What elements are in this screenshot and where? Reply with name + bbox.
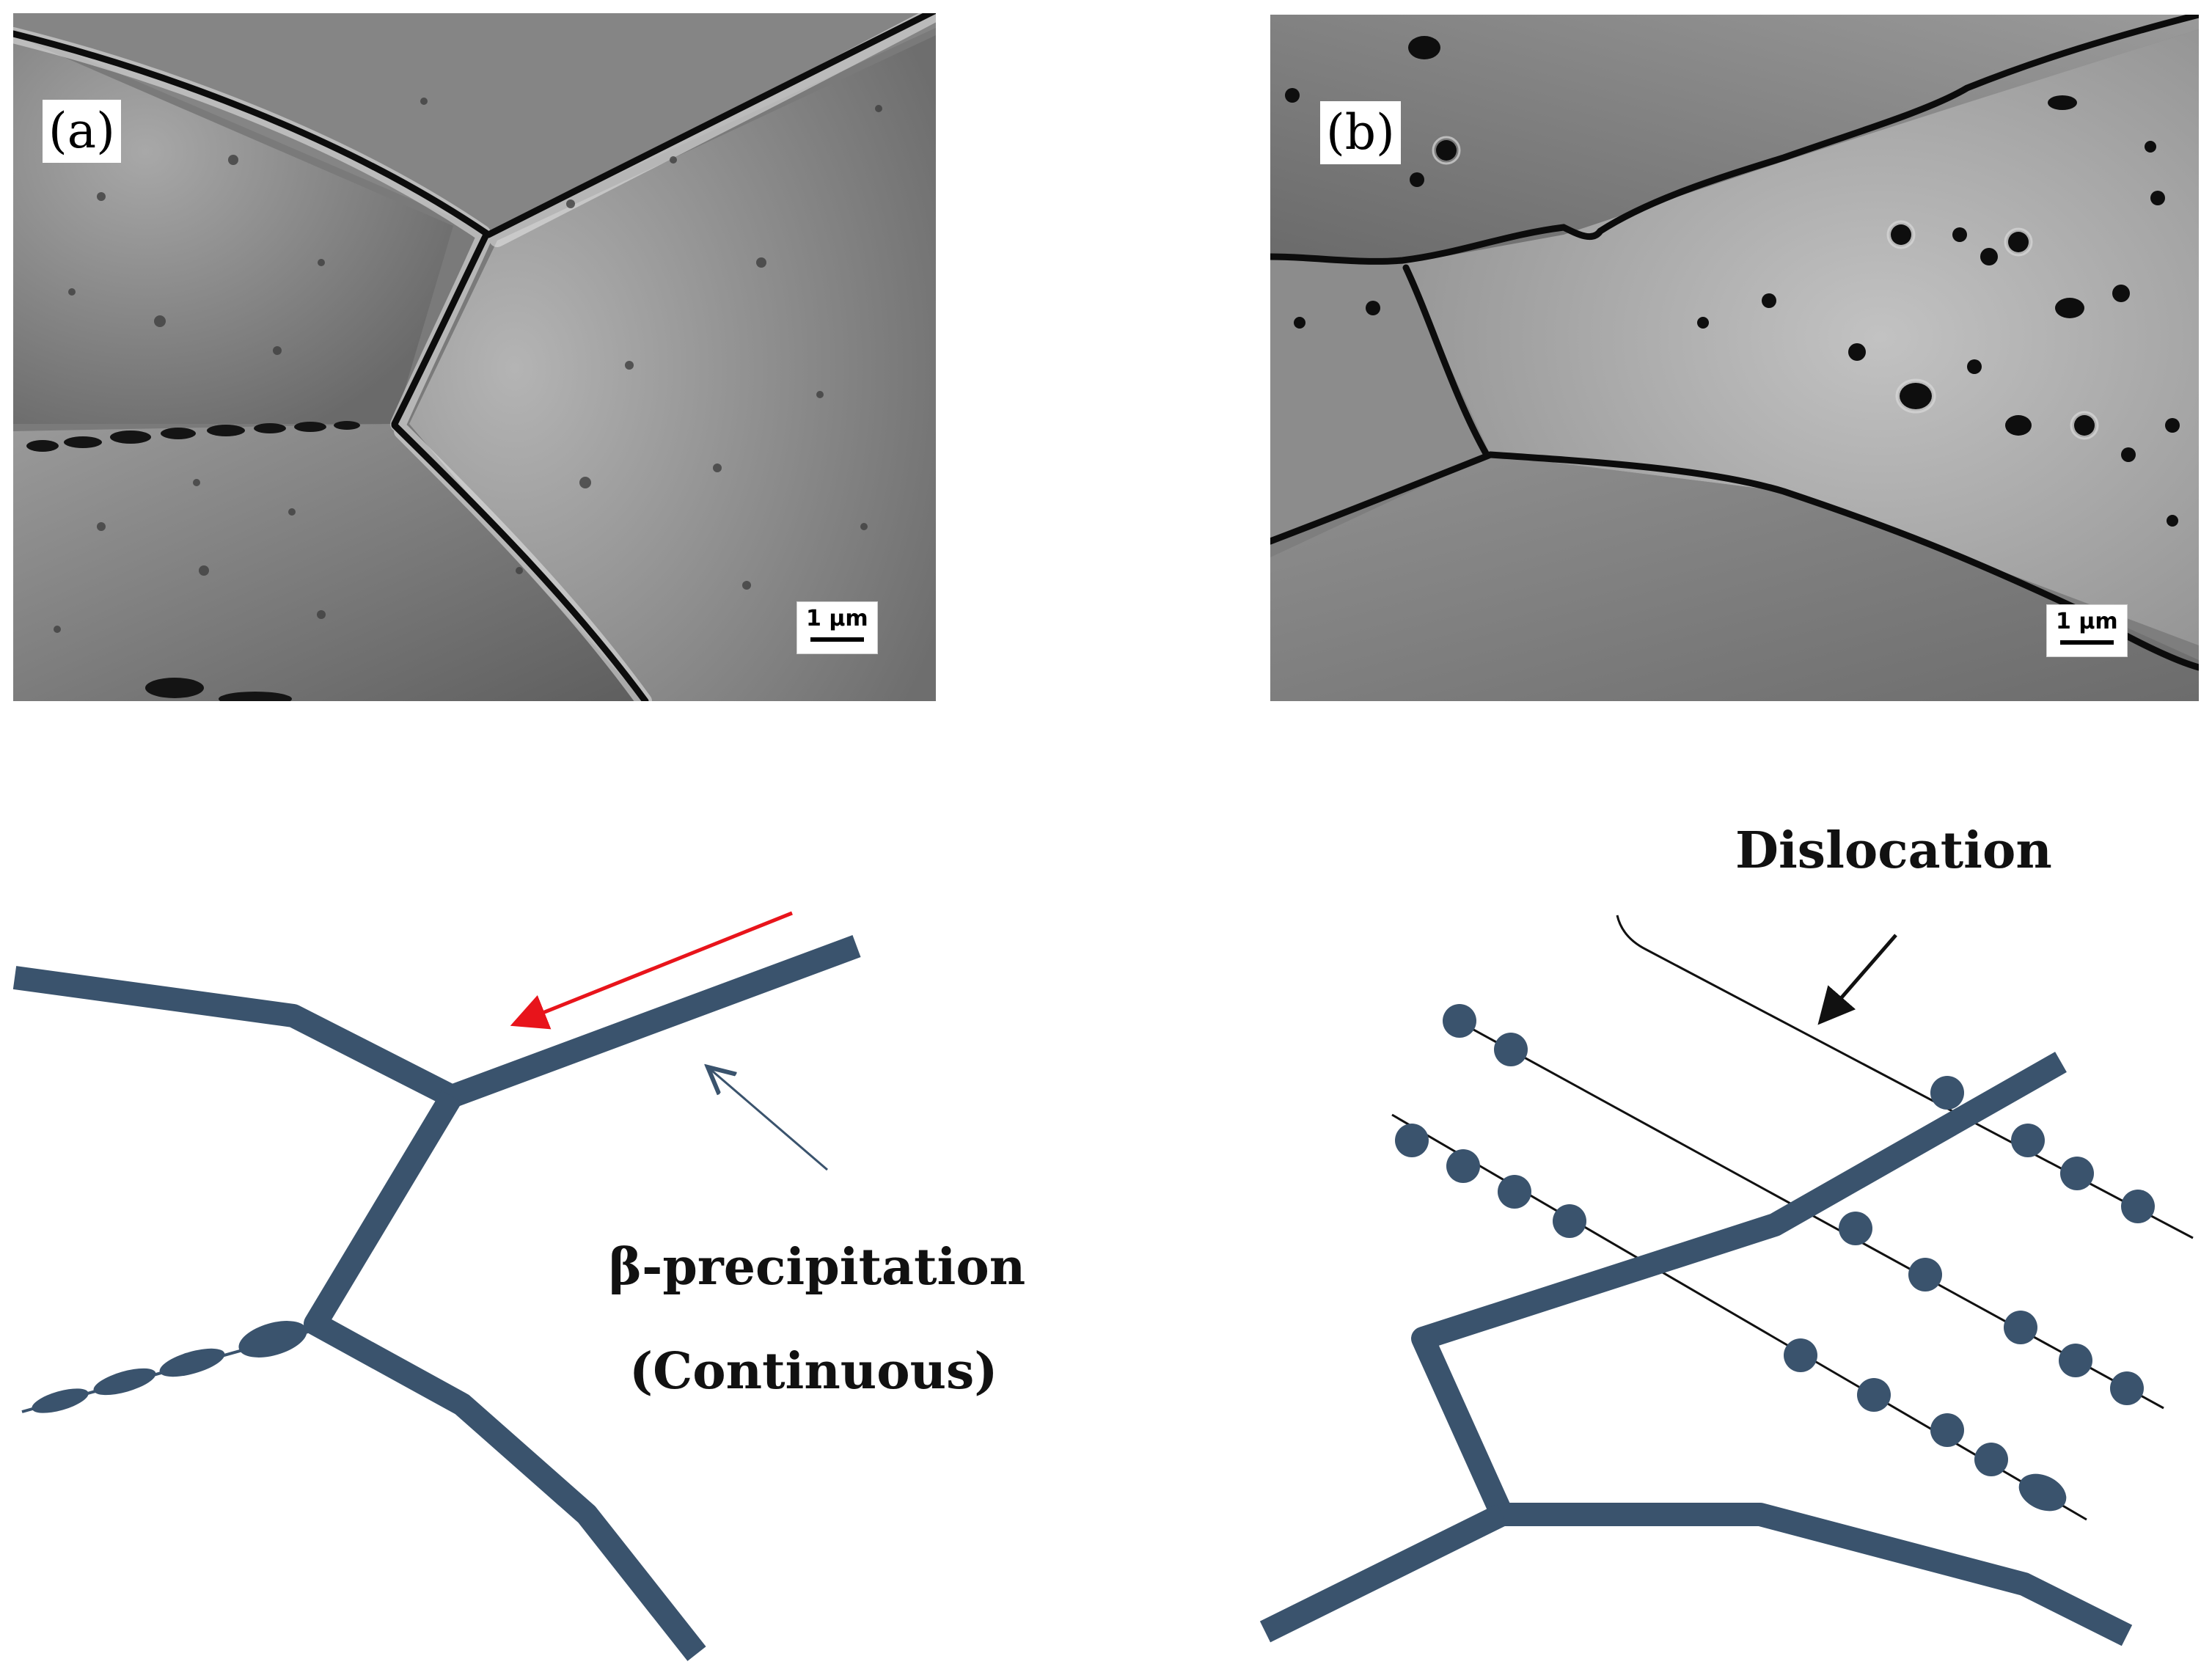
grain-boundaries-left [12, 935, 861, 1661]
dislocation-label: Dislocation [1735, 821, 2052, 880]
precipitation-pointer-arrow [708, 1067, 828, 1171]
scale-bar-a: 1 µm [796, 601, 878, 654]
dislocation-pointer-arrow [1817, 934, 1897, 1025]
scale-bar-label-a: 1 µm [806, 606, 868, 631]
continuous-label: (Continuous) [629, 1342, 998, 1401]
sem-image-a: (a) 1 µm [13, 13, 936, 701]
scale-bar-line-a [810, 637, 864, 642]
sem-image-b: (b) 1 µm [1270, 15, 2199, 701]
beta-precipitation-label: β-precipitation [609, 1238, 1026, 1297]
precipitate-chain-left [21, 1321, 309, 1413]
scale-bar-label-b: 1 µm [2056, 609, 2118, 634]
scale-bar-line-b [2060, 640, 2114, 645]
grain-boundaries-right [1259, 1052, 2133, 1646]
red-arrow [510, 911, 793, 1030]
dislocation-precipitates [1395, 1004, 2155, 1512]
panel-label-b: (b) [1320, 101, 1401, 164]
panel-label-a: (a) [43, 100, 121, 163]
scale-bar-b: 1 µm [2046, 604, 2128, 657]
